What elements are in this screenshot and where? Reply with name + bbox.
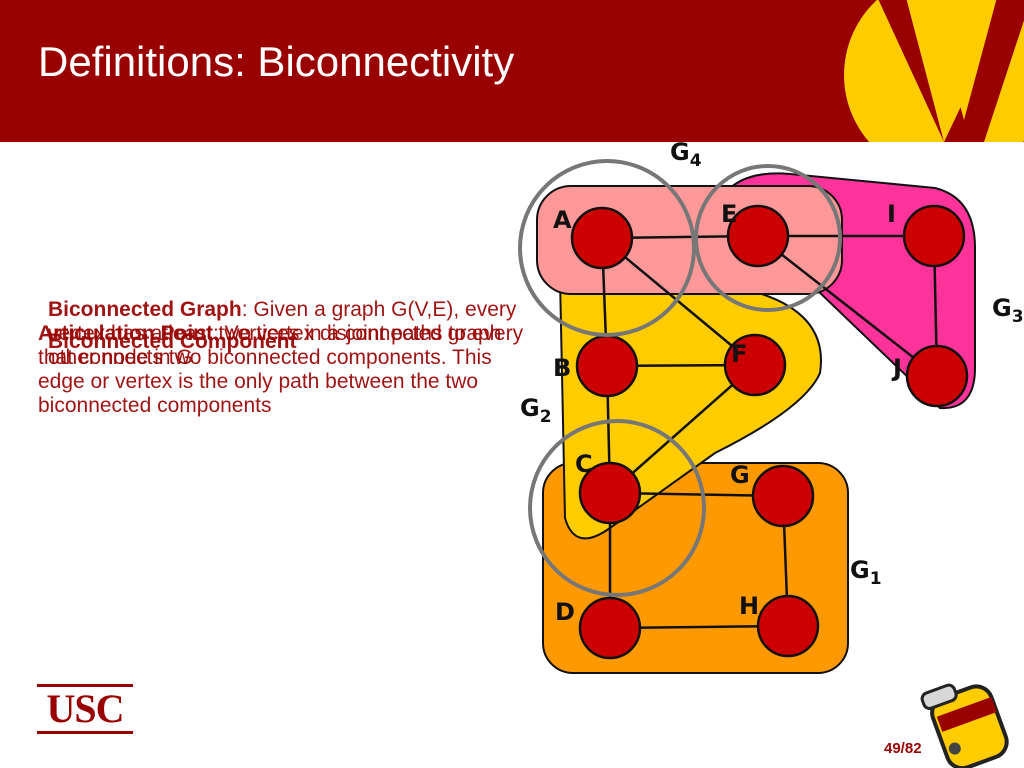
node-label-j: J <box>891 354 902 382</box>
node-label-h: H <box>739 592 759 620</box>
edge-a-f <box>601 237 756 366</box>
page-number: 49/82 <box>884 740 922 757</box>
node-label-d: D <box>555 598 575 626</box>
definition-biconnected-component: Biconnected Component <box>48 330 528 354</box>
node-label-b: B <box>553 354 571 382</box>
term-biconnected-component: Biconnected Component <box>48 330 297 353</box>
definition-biconnected-graph: Biconnected Graph: Given a graph G(V,E),… <box>48 298 528 370</box>
node-b <box>575 334 639 398</box>
victory-v-logo-icon <box>844 0 1024 142</box>
slide-header: Definitions: Biconnectivity <box>0 0 1024 142</box>
biconnectivity-graph: A B C D E F G H I J G4 G3 G2 G1 <box>518 138 1024 674</box>
node-d <box>578 596 642 660</box>
node-label-i: I <box>887 200 896 228</box>
node-label-g: G <box>730 461 750 489</box>
usc-logo: USC <box>36 678 134 740</box>
highlight-ring-a <box>518 159 696 337</box>
edge-c-f <box>609 364 756 494</box>
node-f <box>723 333 787 397</box>
mascot-helmet-icon <box>920 683 1009 768</box>
region-label-g2: G2 <box>520 394 552 427</box>
term-articulation-point: Articulation Point <box>38 322 213 345</box>
region-label-g1: G1 <box>850 556 882 589</box>
usc-logo-text: USC <box>46 686 124 731</box>
logo-bar-bottom <box>37 731 133 734</box>
node-a <box>570 206 634 270</box>
node-c <box>578 461 642 525</box>
term-biconnected-graph: Biconnected Graph <box>48 298 242 321</box>
node-label-c: C <box>575 450 593 478</box>
node-i <box>902 204 966 268</box>
region-label-g4: G4 <box>670 138 702 171</box>
definition-articulation-point: Articulation Point: Vertices in a connec… <box>38 322 518 418</box>
node-g <box>751 464 815 528</box>
node-e <box>726 204 790 268</box>
highlight-ring-e <box>694 164 842 312</box>
body-articulation-point: : Vertices in a connected graph that con… <box>38 322 502 417</box>
node-label-e: E <box>721 200 737 228</box>
edge-e-j <box>757 235 938 377</box>
node-label-f: F <box>731 340 747 368</box>
node-j <box>905 344 969 408</box>
body-biconnected-graph: : Given a graph G(V,E), every vertex has… <box>48 298 524 369</box>
logo-bar-top <box>37 684 133 687</box>
node-label-a: A <box>553 206 572 234</box>
page-title: Definitions: Biconnectivity <box>38 38 515 85</box>
node-h <box>756 594 820 658</box>
highlight-ring-c <box>528 419 706 597</box>
region-label-g3: G3 <box>992 294 1024 327</box>
